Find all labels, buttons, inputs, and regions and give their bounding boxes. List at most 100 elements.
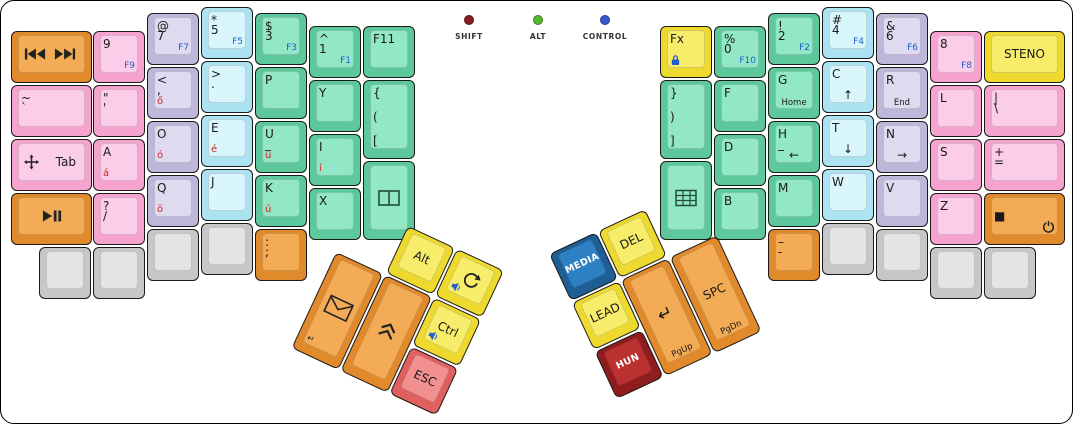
key-legend: F4	[853, 37, 864, 47]
key-redo[interactable]	[434, 248, 505, 318]
key-question-slash[interactable]: ?/	[93, 193, 145, 245]
key-y[interactable]: Y	[309, 80, 361, 132]
keycap-face	[46, 251, 84, 289]
key-legend: #	[832, 13, 843, 27]
key-w[interactable]: W	[822, 169, 874, 221]
key-f11[interactable]: F11	[363, 26, 415, 78]
key-fx[interactable]: Fx	[660, 26, 712, 78]
key-ctrl[interactable]: Ctrl	[412, 297, 482, 367]
key-h[interactable]: H_←	[768, 121, 820, 173]
key-p[interactable]: P	[255, 67, 307, 119]
key-email[interactable]: ↵	[291, 251, 384, 370]
key-blank[interactable]	[876, 229, 928, 281]
key-period[interactable]: >.	[201, 61, 253, 113]
key-legend: 1	[319, 42, 327, 56]
key-legend: Alt	[411, 247, 433, 268]
key-blank[interactable]	[201, 223, 253, 275]
key-legend: LEAD	[587, 299, 623, 326]
key-play-pause[interactable]	[11, 193, 92, 245]
key-legend: PgDn	[718, 318, 744, 337]
key-n[interactable]: N→	[876, 121, 928, 173]
key-dash[interactable]: –-	[768, 229, 820, 281]
key-tab[interactable]: Tab	[11, 139, 92, 191]
key-f[interactable]: F	[714, 80, 766, 132]
control-indicator-label: CONTROL	[582, 32, 628, 41]
key-z[interactable]: Z	[930, 193, 982, 245]
key-legend: 2	[778, 29, 786, 43]
key-l[interactable]: L	[930, 85, 982, 137]
key-comma[interactable]: <,ő	[147, 67, 199, 119]
key-d[interactable]: D	[714, 134, 766, 186]
key-tilde[interactable]: ~`	[11, 85, 92, 137]
key-m[interactable]: M	[768, 175, 820, 227]
key-colon-semicolon[interactable]: :;	[255, 229, 307, 281]
key-quote[interactable]: "'	[93, 85, 145, 137]
key-legend: ←	[788, 148, 800, 162]
key-legend: ó	[157, 150, 164, 161]
keycap-face: Z	[937, 197, 975, 235]
key-pipe-backslash[interactable]: |\	[984, 85, 1065, 137]
key-u[interactable]: U_ű	[255, 121, 307, 173]
key-blank[interactable]	[930, 247, 982, 299]
key-j[interactable]: J	[201, 169, 253, 221]
key-stop-power[interactable]: ■	[984, 193, 1065, 245]
key-blank[interactable]	[147, 229, 199, 281]
key-blank[interactable]	[39, 247, 91, 299]
key-blank[interactable]	[984, 247, 1036, 299]
keycap-face: +=	[991, 143, 1058, 181]
key-legend: W	[832, 175, 844, 189]
key-blank[interactable]	[822, 223, 874, 275]
key-window-split[interactable]	[363, 161, 415, 240]
key-legend: →	[896, 148, 908, 162]
key-app-grid[interactable]	[660, 161, 712, 240]
key-legend: {	[373, 86, 381, 100]
key-legend: SPC	[700, 280, 728, 303]
keycap-face: M	[775, 179, 813, 217]
key-s[interactable]: S	[930, 139, 982, 191]
key-v[interactable]: V	[876, 175, 928, 227]
key-media-prev-next[interactable]	[11, 31, 92, 83]
key-legend: F1	[340, 56, 351, 66]
key-t[interactable]: T↓	[822, 115, 874, 167]
key-steno[interactable]: STENO	[984, 31, 1065, 83]
keycap-face: })]	[667, 84, 705, 149]
keycap-face: |\	[991, 89, 1058, 127]
key-c[interactable]: C↑	[822, 61, 874, 113]
key-blank[interactable]	[93, 247, 145, 299]
keycap-face: ↵	[301, 258, 376, 358]
keycap-face: ESC	[399, 353, 451, 404]
key-legend: )	[670, 109, 675, 124]
key-legend: .	[211, 77, 215, 91]
key-x[interactable]: X	[309, 188, 361, 240]
key-b[interactable]: B	[714, 188, 766, 240]
key-close-brackets[interactable]: })]	[660, 80, 712, 159]
key-page-up-chevrons[interactable]	[340, 274, 433, 393]
key-open-brackets[interactable]: {([	[363, 80, 415, 159]
keycap-face: HUN	[602, 336, 654, 387]
keycap-face	[18, 197, 85, 235]
key-plus-equals[interactable]: +=	[984, 139, 1065, 191]
